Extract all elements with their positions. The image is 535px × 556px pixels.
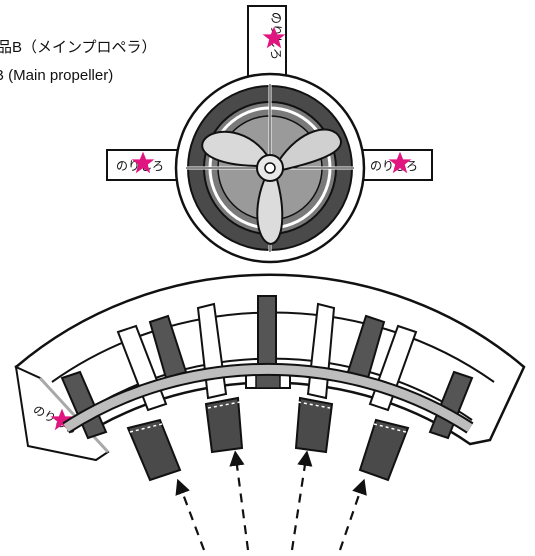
part-label-en: B (Main propeller) bbox=[0, 67, 113, 84]
part-label-jp: 部品B（メインプロペラ） bbox=[0, 39, 157, 56]
dashed-arrow-icon bbox=[290, 450, 313, 551]
duct-prongs bbox=[126, 396, 410, 482]
propeller-blades bbox=[201, 128, 343, 246]
dashed-arrow-icon bbox=[338, 478, 367, 551]
dashed-arrow-icon bbox=[175, 478, 206, 551]
glue-tab-right: のりしろ bbox=[351, 149, 433, 181]
dashed-arrow-icon bbox=[229, 450, 250, 551]
part-label: 部品B（メインプロペラ） B (Main propeller) bbox=[0, 39, 157, 84]
glue-tab-left: のりしろ bbox=[106, 149, 186, 181]
main-propeller: のりしろ のりしろ のりしろ bbox=[106, 5, 433, 264]
insertion-arrows bbox=[175, 450, 367, 551]
duct-arc-part: のりしろ bbox=[14, 273, 526, 482]
